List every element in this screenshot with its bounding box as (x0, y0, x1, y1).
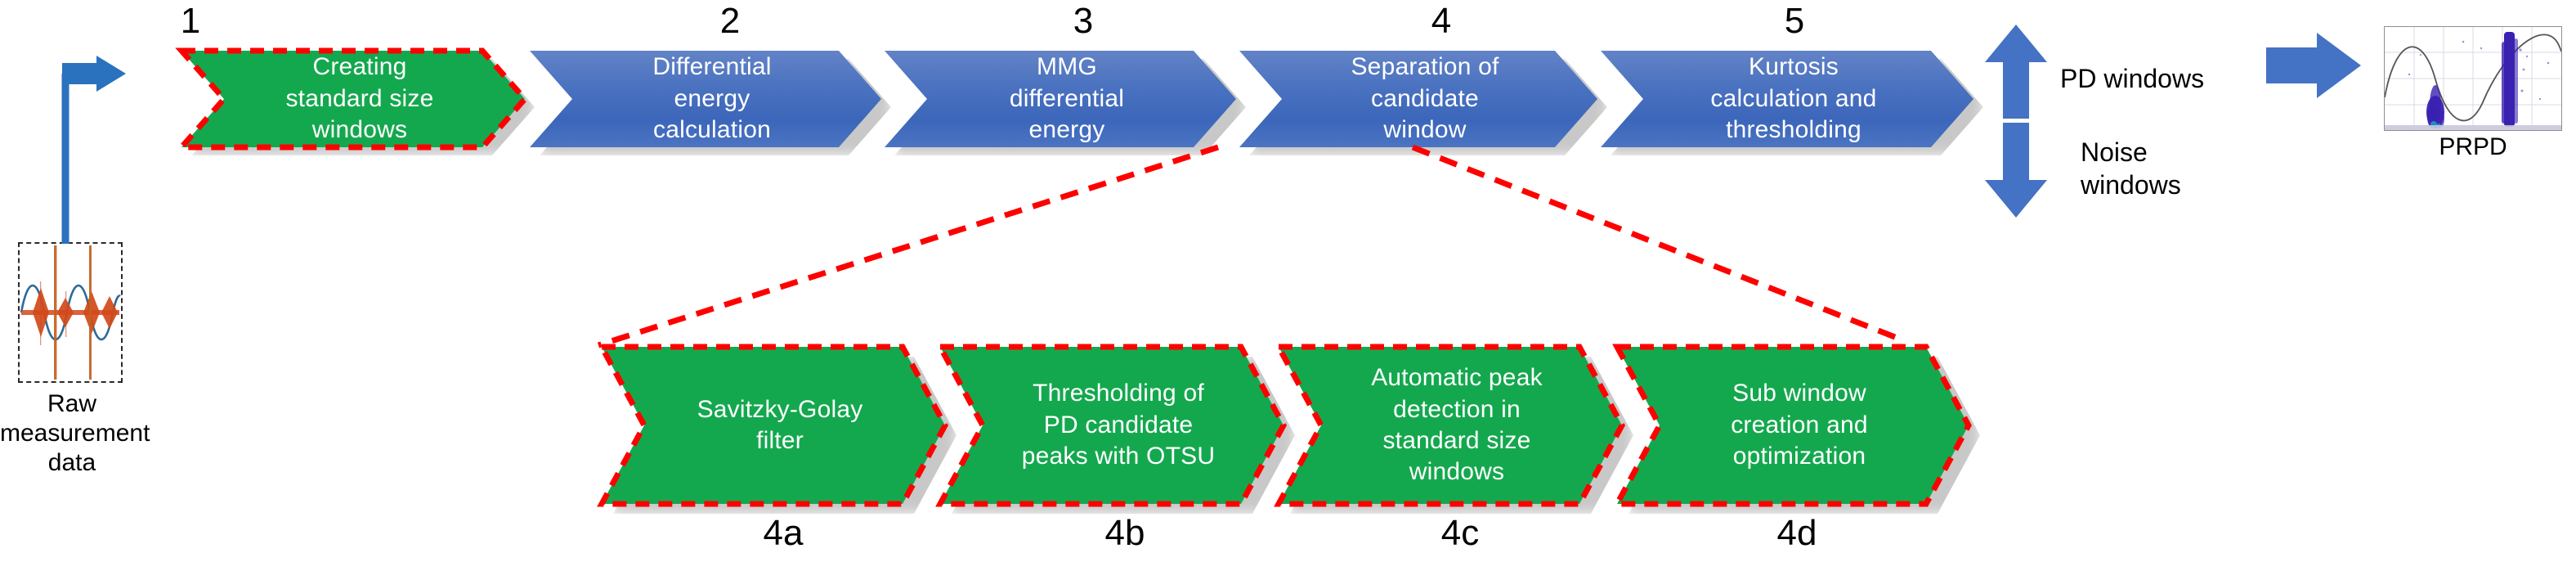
step-number-4: 4 (1431, 1, 1452, 41)
raw-waveform-svg (20, 245, 121, 380)
sub-step-number-4c: 4c (1440, 513, 1480, 553)
sub-step-number-4b: 4b (1104, 513, 1145, 553)
arrow-down-icon (1985, 123, 2047, 218)
sub-step-number-4a: 4a (763, 513, 804, 553)
raw-measurement-caption: Raw measurement data (0, 389, 150, 478)
step-number-1: 1 (180, 1, 201, 41)
arrow-up-icon (1985, 25, 2047, 119)
raw-measurement-plot (18, 242, 123, 383)
prpd-scatter-svg (2385, 27, 2561, 130)
noise-windows-label: Noise windows (2081, 136, 2260, 201)
noise-windows-line-1: Noise (2081, 137, 2148, 167)
step-number-3: 3 (1073, 1, 1094, 41)
arrow-right-icon (2266, 33, 2361, 98)
arrow-input-icon (61, 56, 126, 244)
prpd-plot (2384, 26, 2562, 131)
raw-caption-line-1: Raw measurement (0, 390, 150, 447)
raw-caption-line-2: data (47, 449, 96, 476)
expansion-connector (597, 144, 1905, 348)
step-number-2: 2 (719, 1, 741, 41)
noise-windows-line-2: windows (2081, 170, 2181, 200)
step-number-5: 5 (1784, 1, 1805, 41)
prpd-caption: PRPD (2439, 133, 2507, 160)
pd-windows-label: PD windows (2060, 64, 2205, 93)
sub-step-number-4d: 4d (1776, 513, 1817, 553)
